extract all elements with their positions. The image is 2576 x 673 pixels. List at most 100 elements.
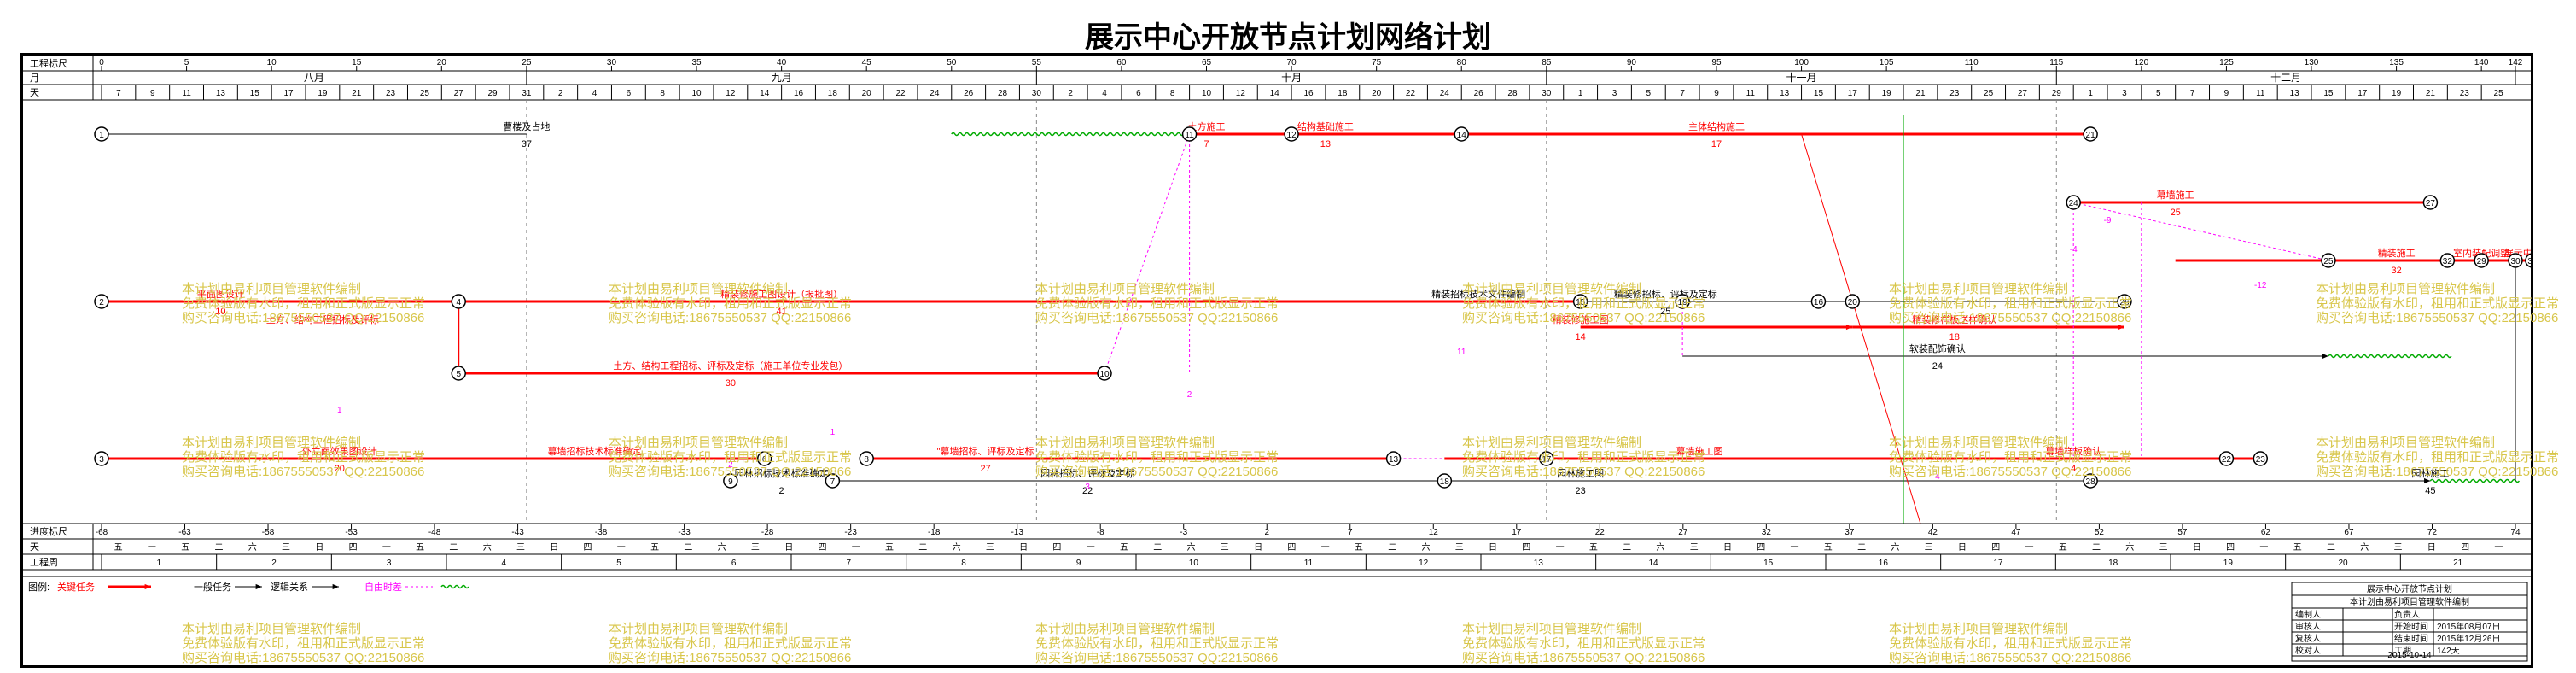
scale-tick-label: 110 <box>1965 58 1979 67</box>
info-key: 编制人 <box>2295 609 2321 620</box>
legend-wave <box>440 584 469 589</box>
legend-item: 逻辑关系 <box>271 581 308 593</box>
info-key: 开始时间 <box>2394 621 2428 632</box>
scale-tick-label: 65 <box>1202 58 1212 67</box>
legend-item: 一般任务 <box>194 582 231 593</box>
watermark-text: 本计划由易利项目管理软件编制免费体验版有水印，租用和正式版显示正常购买咨询电话:… <box>2316 282 2559 325</box>
legend-critical-arrow-head <box>144 583 151 590</box>
watermark-line: 购买咨询电话:18675550537 QQ:22150866 <box>1035 311 1279 325</box>
day-number: 11 <box>2256 89 2265 98</box>
weekday: 一 <box>2494 543 2503 553</box>
task-duration: 22 <box>1082 486 1093 496</box>
weekday: 五 <box>650 543 659 553</box>
weekday: 六 <box>483 542 492 553</box>
node-circle <box>1572 294 1588 309</box>
watermark-text: 本计划由易利项目管理软件编制免费体验版有水印，租用和正式版显示正常购买咨询电话:… <box>182 622 425 665</box>
node-circle <box>1454 126 1469 142</box>
float-label: 2 <box>1187 390 1192 400</box>
day-number: 21 <box>1915 89 1926 98</box>
watermark-line: 购买咨询电话:18675550537 QQ:22150866 <box>1462 311 1705 325</box>
day-number: 2 <box>1068 89 1073 98</box>
node-number: 1 <box>99 131 104 140</box>
node-number: 11 <box>1185 131 1194 140</box>
weekday: 日 <box>550 543 558 553</box>
watermark-line: 本计划由易利项目管理软件编制 <box>1462 282 1642 296</box>
scale-tick-label: 55 <box>1032 58 1042 67</box>
weekday: 四 <box>1287 543 1296 553</box>
task-label: 土方、结构工程招标及评标 <box>266 313 379 325</box>
day-number: 8 <box>660 89 665 98</box>
task-label: 精装施工 <box>2378 248 2416 259</box>
weekday: 六 <box>1891 542 1899 553</box>
weekday: 五 <box>1824 543 1833 553</box>
node-number: 29 <box>2477 257 2487 266</box>
watermark-line: 购买咨询电话:18675550537 QQ:22150866 <box>182 311 425 325</box>
node-circle <box>2422 195 2439 210</box>
watermark-text: 本计划由易利项目管理软件编制免费体验版有水印，租用和正式版显示正常购买咨询电话:… <box>609 282 852 325</box>
watermark-line: 本计划由易利项目管理软件编制 <box>2316 436 2496 450</box>
footer-tick-label: 47 <box>2011 528 2021 537</box>
scale-tick-label: 60 <box>1116 58 1127 67</box>
task-label: 结构基础施工 <box>1297 120 1354 132</box>
scale-tick-label: 120 <box>2135 58 2149 67</box>
day-number: 15 <box>1814 89 1824 98</box>
task-label: 外立面效果图设计 <box>302 445 377 457</box>
day-number: 27 <box>2018 89 2028 98</box>
month-name: 十一月 <box>1786 72 1817 84</box>
footer-tick-label: -43 <box>511 528 524 537</box>
legend-normal-arrow-head <box>255 583 262 590</box>
day-label: 天 <box>30 88 39 98</box>
watermark-line: 免费体验版有水印，租用和正式版显示正常 <box>182 296 426 311</box>
day-number: 7 <box>2190 89 2195 98</box>
footer-tick-label: -28 <box>761 528 774 537</box>
weekday: 五 <box>1120 543 1128 553</box>
node-number: 17 <box>1542 455 1552 465</box>
scale-tick-label: 105 <box>1880 58 1894 67</box>
weekday: 三 <box>986 543 994 553</box>
task-label: 园林招标技术标准确定 <box>735 467 829 479</box>
scale-tick-label: 90 <box>1627 58 1637 67</box>
scale-tick-label: 85 <box>1542 58 1552 67</box>
critical-link <box>1801 133 1921 524</box>
day-number: 13 <box>2290 89 2300 98</box>
week-number: 8 <box>961 559 966 568</box>
day-number: 5 <box>2156 89 2161 98</box>
footer-tick-label: -18 <box>928 528 941 537</box>
weekday: 二 <box>1153 543 1162 553</box>
weekday: 一 <box>2259 543 2268 553</box>
legend-logic-arrow-head <box>332 583 339 590</box>
scale-tick-label: 100 <box>1794 58 1809 67</box>
task-label: 土方、结构工程招标、评标及定标（施工单位专业发包） <box>613 360 848 372</box>
day-number: 10 <box>691 89 702 98</box>
month-name: 十二月 <box>2270 72 2301 84</box>
info-value: 2015年12月26日 <box>2437 633 2501 644</box>
footer-tick-label: 12 <box>1429 528 1439 537</box>
day-number: 3 <box>2122 89 2127 98</box>
day-number: 19 <box>1882 89 1892 98</box>
day-number: 12 <box>726 89 736 98</box>
weekday: 日 <box>315 543 323 553</box>
task-label: 土方施工 <box>1188 120 1226 132</box>
footer-tick-label: -8 <box>1097 528 1104 537</box>
day-number: 2 <box>558 89 563 98</box>
scale-tick-label: 140 <box>2474 58 2489 67</box>
node-number: 10 <box>1099 370 1110 379</box>
watermark-line: 免费体验版有水印，租用和正式版显示正常 <box>1035 636 1279 651</box>
node-number: 16 <box>1814 298 1824 307</box>
node-number: 4 <box>456 298 461 307</box>
node-number: 21 <box>2086 131 2096 140</box>
scale-label: 工程标尺 <box>30 57 67 69</box>
day-number: 30 <box>1032 89 1042 98</box>
node-circle <box>94 126 109 142</box>
scale-tick-label: 142 <box>2509 58 2523 67</box>
weekday: 一 <box>1791 543 1799 553</box>
weekday: 六 <box>1656 542 1664 553</box>
weekday: 四 <box>584 543 592 553</box>
watermark-line: 免费体验版有水印，租用和正式版显示正常 <box>2316 296 2560 311</box>
scale-tick-label: 40 <box>777 58 787 67</box>
week-number: 15 <box>1763 559 1774 568</box>
watermark-line: 免费体验版有水印，租用和正式版显示正常 <box>2316 450 2560 465</box>
node-number: 2 <box>99 298 104 307</box>
weekday: 一 <box>1321 543 1330 553</box>
